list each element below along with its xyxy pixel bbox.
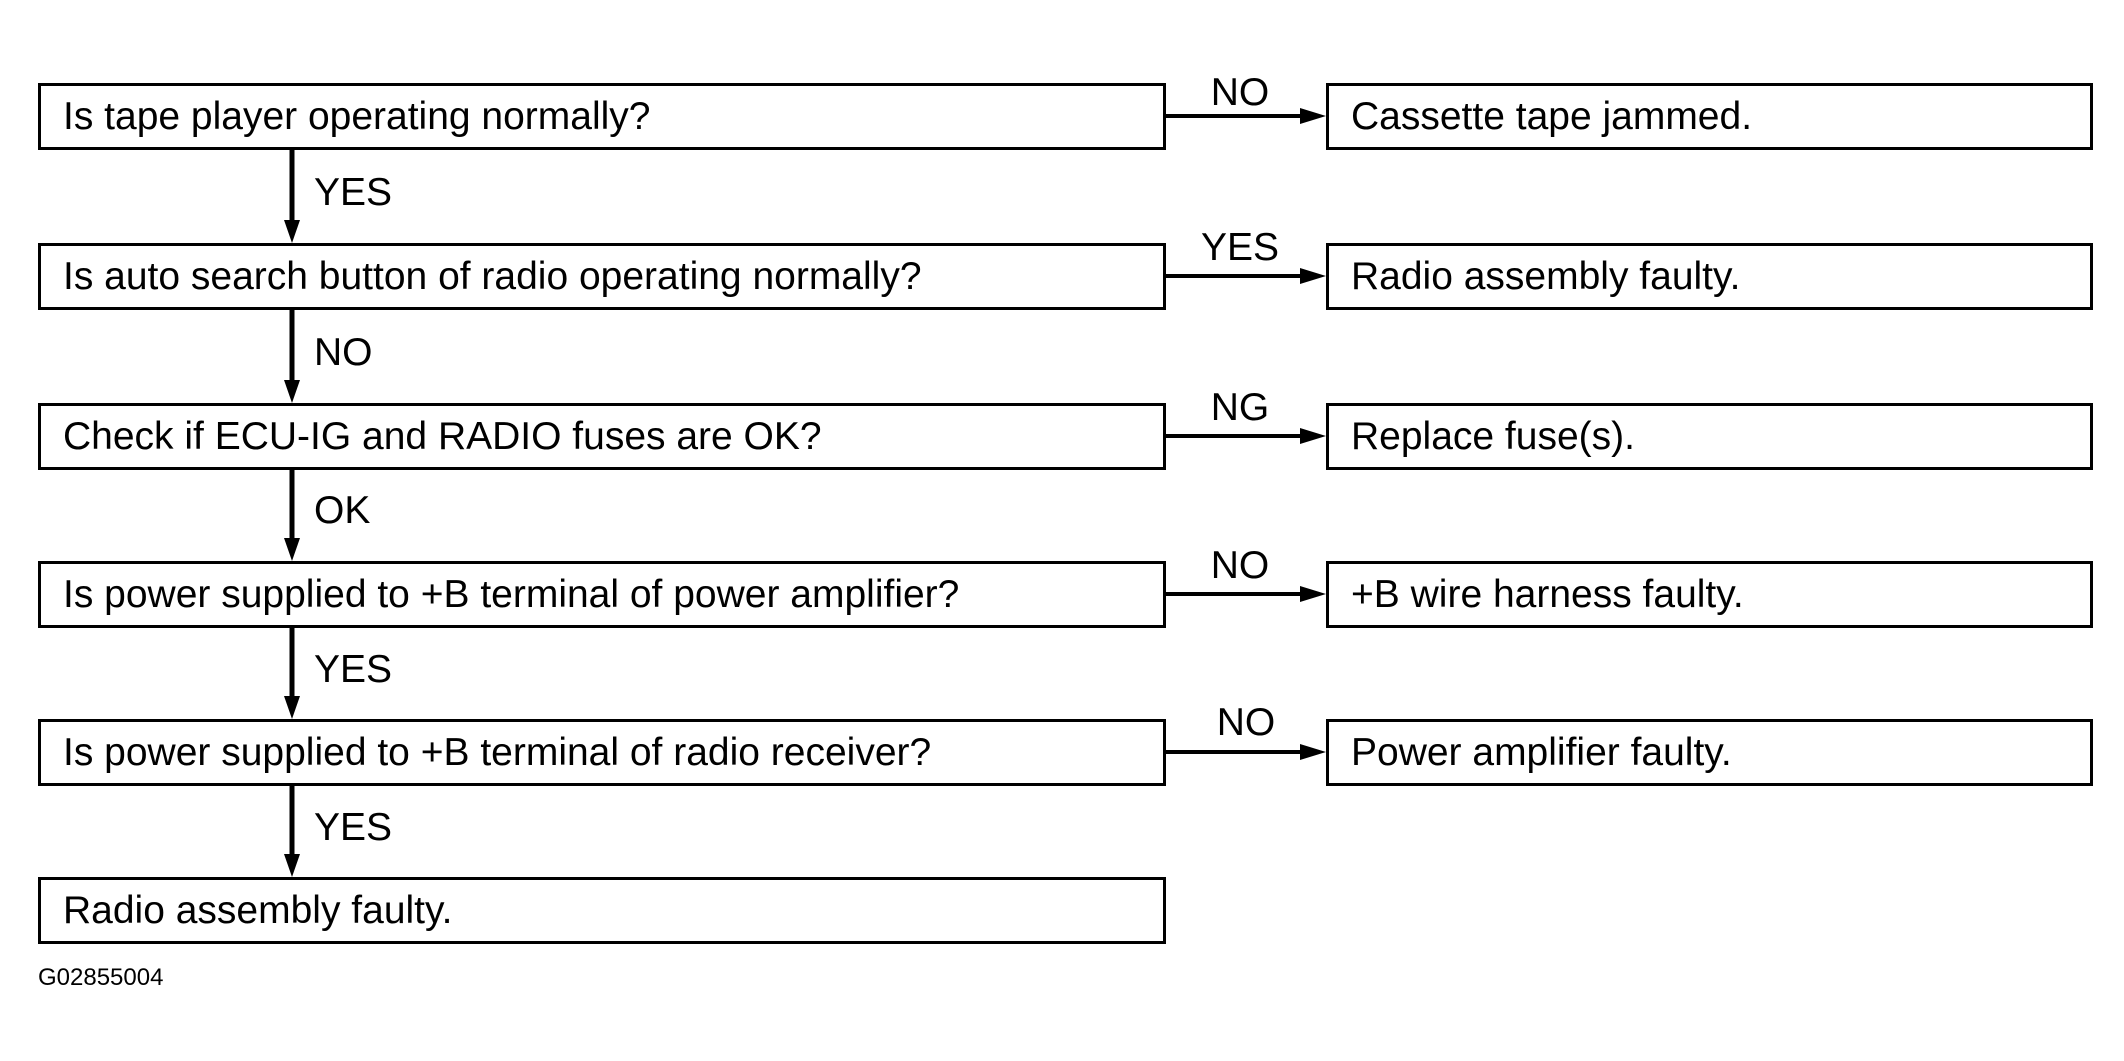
down-label-4: YES — [314, 648, 392, 691]
down-arrow-2 — [284, 310, 300, 403]
branch-arrow-1 — [1166, 108, 1326, 124]
question-box-1: Is tape player operating normally? — [38, 83, 1166, 150]
branch-label-1: NO — [1211, 71, 1270, 114]
result-box-1: Cassette tape jammed. — [1326, 83, 2093, 150]
branch-label-4: NO — [1211, 544, 1270, 587]
down-label-5: YES — [314, 806, 392, 849]
down-label-2: NO — [314, 331, 373, 374]
result-box-3: Replace fuse(s). — [1326, 403, 2093, 470]
question-text-1: Is tape player operating normally? — [63, 94, 651, 138]
question-text-3: Check if ECU-IG and RADIO fuses are OK? — [63, 414, 822, 458]
branch-arrow-2 — [1166, 268, 1326, 284]
figure-id: G02855004 — [38, 964, 164, 991]
branch-arrow-3 — [1166, 428, 1326, 444]
result-box-2: Radio assembly faulty. — [1326, 243, 2093, 310]
result-text-4: +B wire harness faulty. — [1351, 572, 1744, 616]
question-box-5: Is power supplied to +B terminal of radi… — [38, 719, 1166, 786]
question-box-3: Check if ECU-IG and RADIO fuses are OK? — [38, 403, 1166, 470]
down-label-1: YES — [314, 171, 392, 214]
branch-arrow-5 — [1166, 744, 1326, 760]
result-text-5: Power amplifier faulty. — [1351, 730, 1732, 774]
result-box-4: +B wire harness faulty. — [1326, 561, 2093, 628]
branch-label-2: YES — [1201, 226, 1279, 269]
result-box-5: Power amplifier faulty. — [1326, 719, 2093, 786]
question-text-2: Is auto search button of radio operating… — [63, 254, 922, 298]
branch-label-3: NG — [1211, 386, 1270, 429]
final-result-text: Radio assembly faulty. — [63, 888, 453, 932]
down-label-3: OK — [314, 489, 370, 532]
final-result-box: Radio assembly faulty. — [38, 877, 1166, 944]
question-box-4: Is power supplied to +B terminal of powe… — [38, 561, 1166, 628]
branch-arrow-4 — [1166, 586, 1326, 602]
question-text-5: Is power supplied to +B terminal of radi… — [63, 730, 932, 774]
question-text-4: Is power supplied to +B terminal of powe… — [63, 572, 960, 616]
down-arrow-3 — [284, 470, 300, 561]
down-arrow-5 — [284, 786, 300, 877]
result-text-1: Cassette tape jammed. — [1351, 94, 1753, 138]
branch-label-5: NO — [1217, 701, 1276, 744]
result-text-3: Replace fuse(s). — [1351, 414, 1635, 458]
result-text-2: Radio assembly faulty. — [1351, 254, 1741, 298]
down-arrow-1 — [284, 150, 300, 243]
down-arrow-4 — [284, 628, 300, 719]
question-box-2: Is auto search button of radio operating… — [38, 243, 1166, 310]
